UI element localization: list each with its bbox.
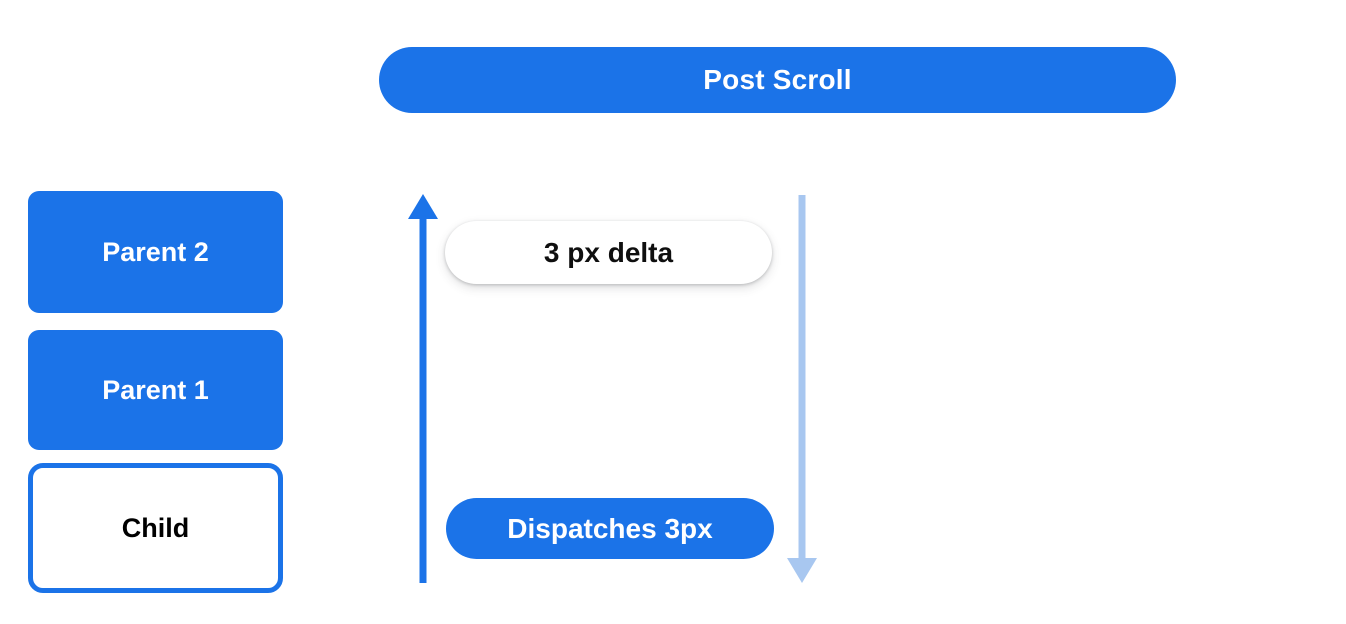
- delta-annotation-label: 3 px delta: [543, 236, 674, 268]
- dispatch-annotation-pill: Dispatches 3px: [446, 498, 774, 559]
- stack-box-parent-1-label: Parent 1: [102, 374, 209, 405]
- stack-box-parent-2: Parent 2: [28, 191, 283, 313]
- stack-box-child-label: Child: [121, 512, 190, 543]
- delta-annotation-pill: 3 px delta: [445, 221, 772, 284]
- stack-box-child: Child: [28, 463, 283, 593]
- post-scroll-header-label: Post Scroll: [703, 64, 852, 95]
- post-scroll-header: Post Scroll: [379, 47, 1176, 113]
- scroll-up-arrow-icon: [408, 194, 438, 583]
- stack-box-parent-1: Parent 1: [28, 330, 283, 450]
- dispatch-annotation-label: Dispatches 3px: [507, 512, 713, 544]
- scroll-down-arrow-icon: [787, 195, 817, 583]
- stack-box-parent-2-label: Parent 2: [102, 236, 209, 267]
